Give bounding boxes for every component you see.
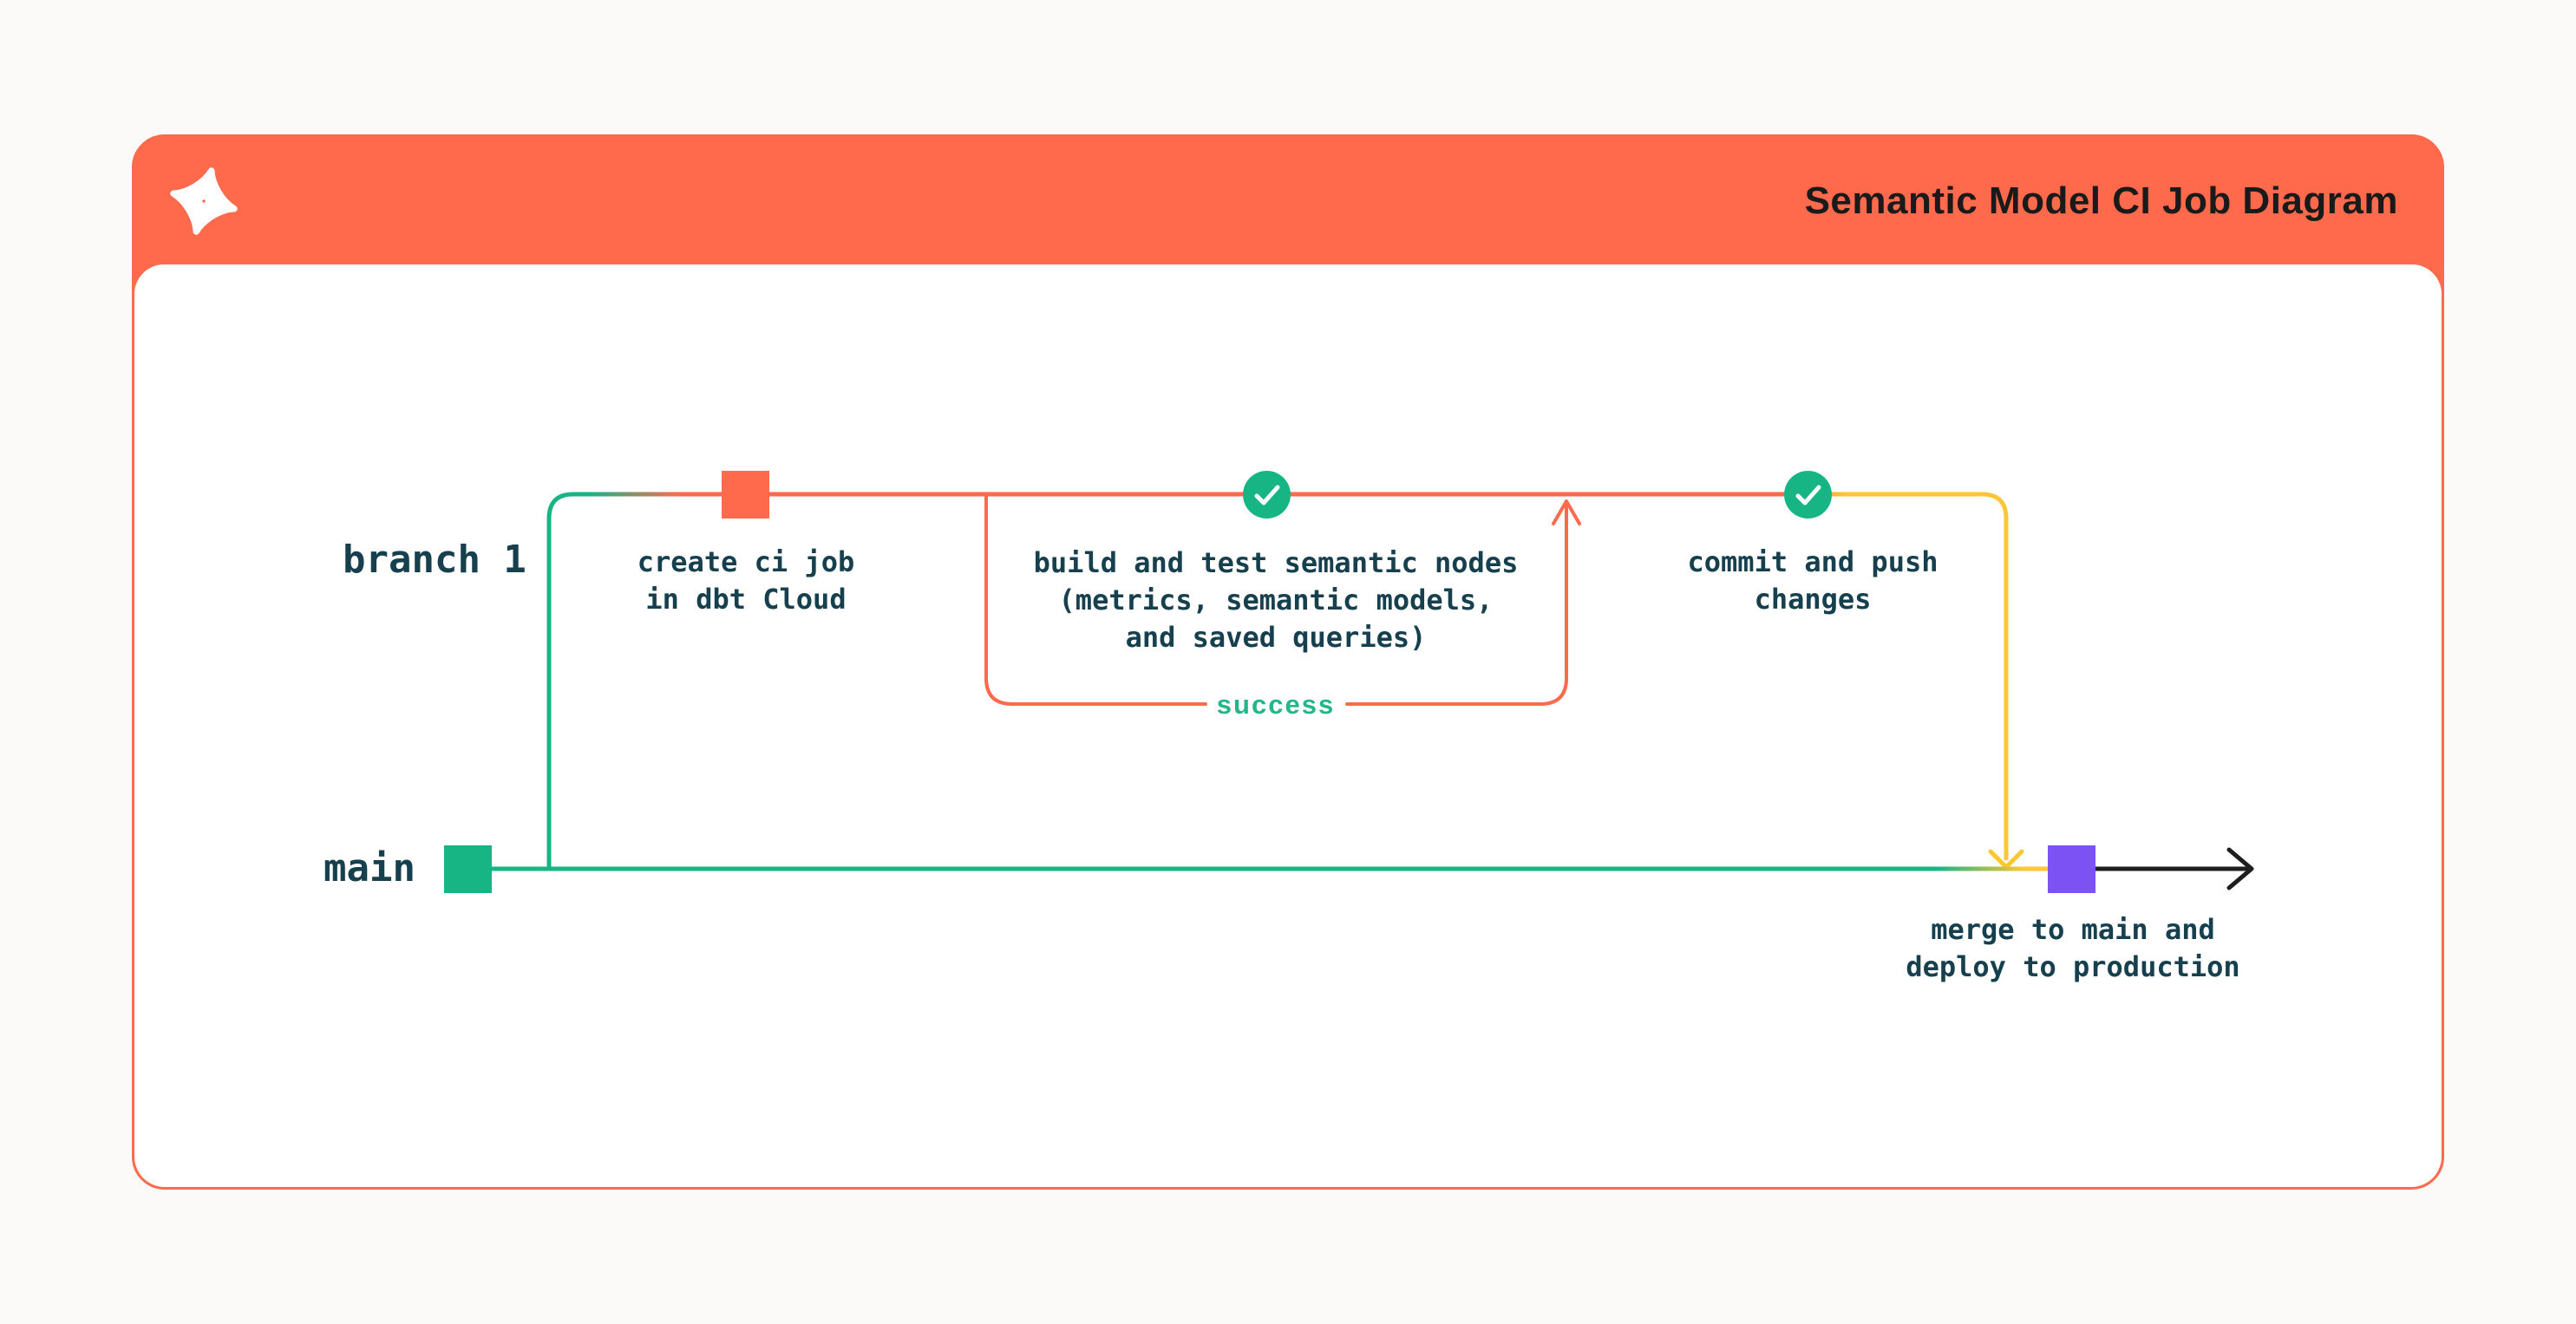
lane-label-branch-1: branch 1	[343, 538, 526, 582]
success-loop-label: success	[1216, 689, 1336, 720]
commit-node-create-ci-job	[722, 471, 769, 519]
commit-node-merge	[2048, 845, 2095, 893]
page-title: Semantic Model CI Job Diagram	[1804, 179, 2398, 222]
check-icon	[1795, 485, 1821, 505]
node-label-build-and-test: build and test semantic nodes (metrics, …	[1033, 546, 1519, 654]
dbt-logo-icon	[170, 167, 238, 235]
check-icon	[1254, 485, 1280, 505]
check-node-commit-and-push	[1784, 471, 1832, 519]
lane-label-main: main	[324, 846, 415, 890]
node-label-create-ci-job: create ci job in dbt Cloud	[637, 545, 855, 616]
node-label-merge-and-deploy: merge to main and deploy to production	[1906, 913, 2240, 983]
check-node-build-and-test	[1243, 471, 1291, 519]
diagram-card: Semantic Model CI Job Diagram	[132, 134, 2444, 1190]
diagram-canvas	[134, 264, 2442, 1187]
commit-node-main-start	[444, 845, 492, 893]
node-label-commit-and-push: commit and push changes	[1687, 545, 1939, 616]
